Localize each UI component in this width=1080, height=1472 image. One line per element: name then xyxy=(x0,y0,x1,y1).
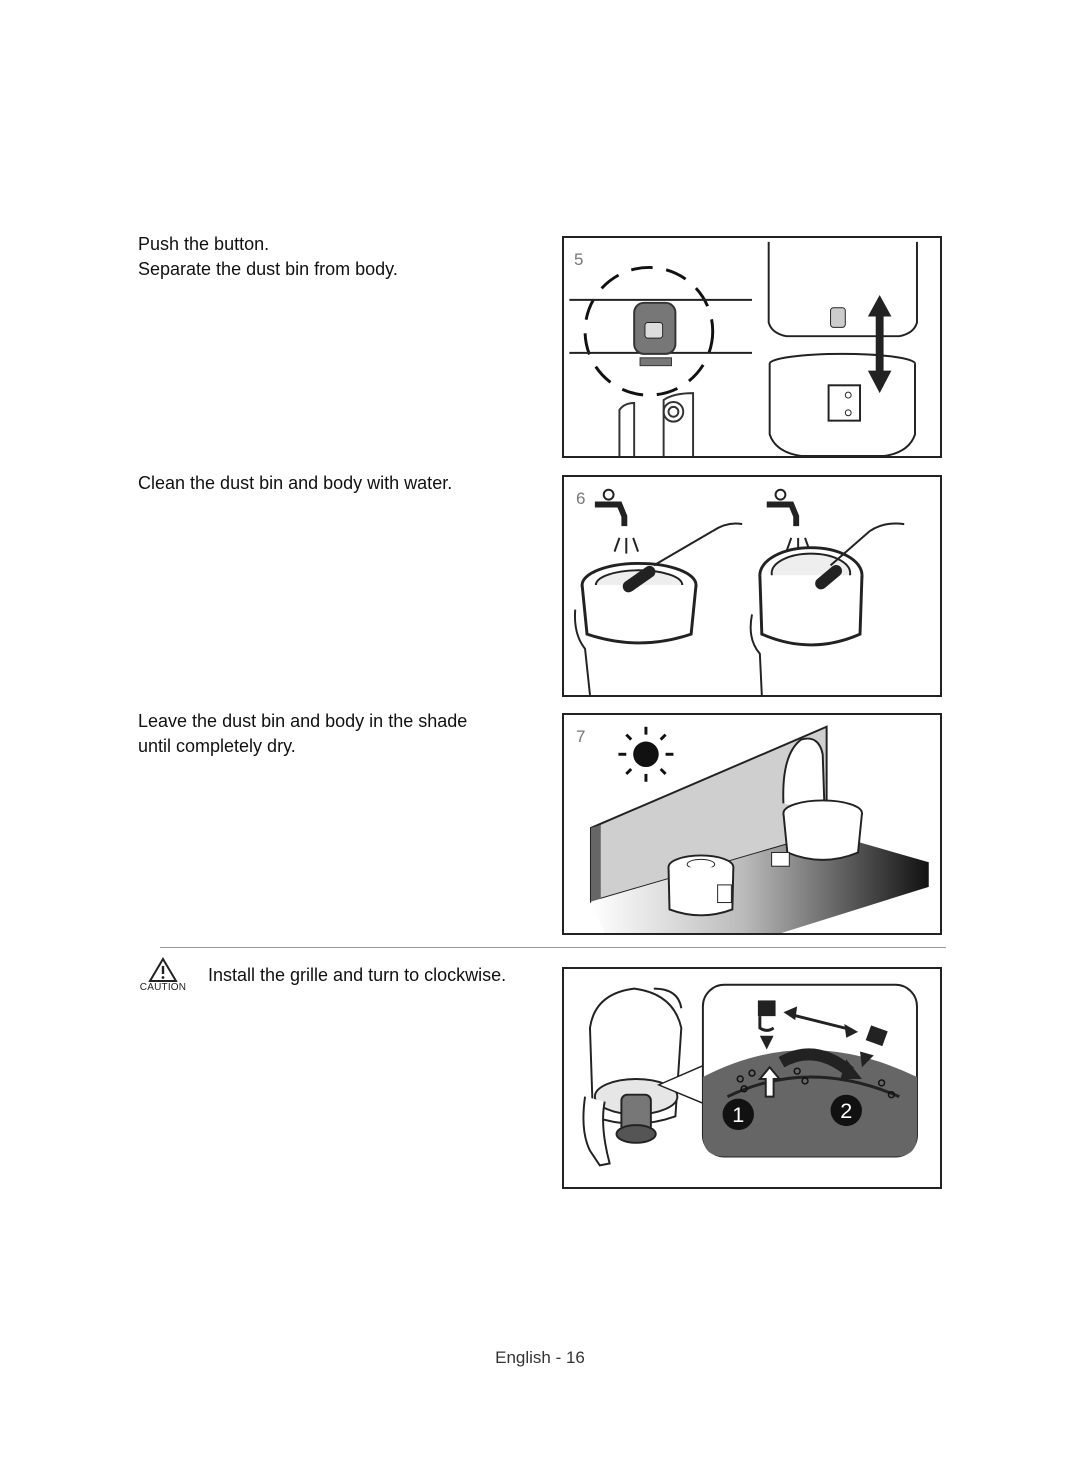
step-6-line-1: Clean the dust bin and body with water. xyxy=(138,473,453,493)
label-two: 2 xyxy=(840,1098,852,1123)
label-one: 1 xyxy=(732,1102,744,1127)
page-footer: English - 16 xyxy=(495,1348,585,1367)
lock-icon xyxy=(860,1025,888,1068)
right-faucet-icon xyxy=(766,488,811,554)
left-faucet-icon xyxy=(594,488,640,554)
step-6-illustration: 6 xyxy=(562,475,942,697)
step-8-line-1: Install the grille and turn to clockwise… xyxy=(208,965,507,985)
step-5-number: 5 xyxy=(574,250,584,269)
sun-icon xyxy=(618,726,674,782)
grille-install-drawing: 1 2 xyxy=(582,983,918,1167)
unlock-icon xyxy=(757,1000,776,1050)
caution-icon xyxy=(148,957,178,982)
step-7-line-1: Leave the dust bin and body in the shade xyxy=(138,711,468,731)
step-7-number: 7 xyxy=(576,727,586,746)
step-7-illustration: 7 xyxy=(562,713,942,935)
step-5-line-2: Separate the dust bin from body. xyxy=(138,259,398,279)
drying-drawing xyxy=(589,725,929,933)
step-7-line-2: until completely dry. xyxy=(138,736,296,756)
step-8-illustration: 1 2 xyxy=(562,967,942,1189)
step-6-number: 6 xyxy=(576,489,586,508)
dust-bin-separation-drawing xyxy=(569,241,918,456)
step-5-illustration: 5 xyxy=(562,236,942,458)
caution-label: CAUTION xyxy=(139,982,187,993)
section-divider xyxy=(160,947,946,948)
washing-drawing xyxy=(573,488,905,695)
step-5-line-1: Push the button. xyxy=(138,234,270,254)
